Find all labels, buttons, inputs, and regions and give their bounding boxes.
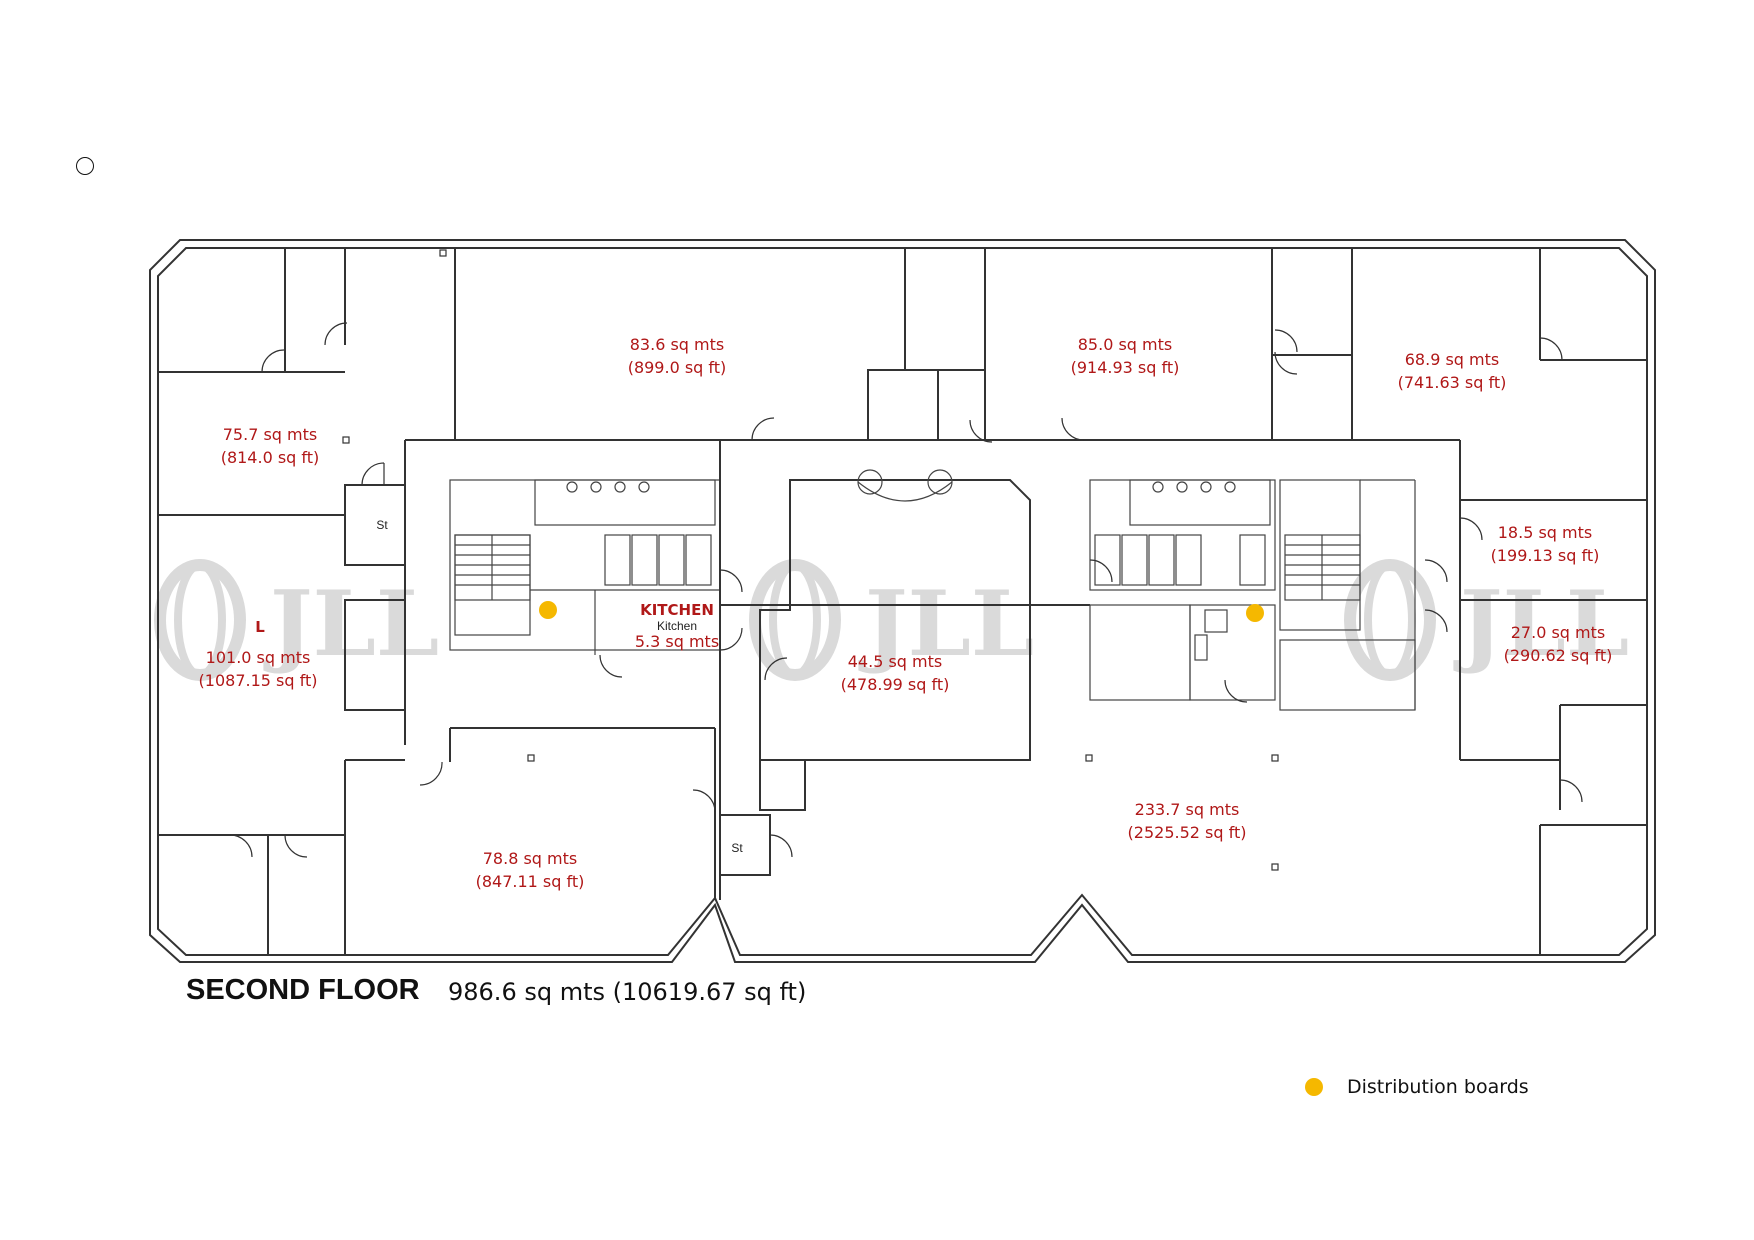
- floor-total-area: 986.6 sq mts (10619.67 sq ft): [448, 978, 807, 1006]
- distribution-boards: [539, 601, 1264, 622]
- room-area-sqft: (741.63 sq ft): [1398, 373, 1507, 392]
- legend-label: Distribution boards: [1347, 1076, 1529, 1098]
- basins-left: [566, 481, 650, 493]
- room-area-sqft: (290.62 sq ft): [1504, 646, 1613, 665]
- distribution-board-legend-icon: [1305, 1078, 1323, 1096]
- kitchen-area-sqm: 5.3 sq mts: [635, 632, 719, 651]
- stairs-left: [454, 534, 531, 601]
- room-labels: 83.6 sq mts (899.0 sq ft) 85.0 sq mts (9…: [199, 335, 1613, 891]
- room-area-sqm: 18.5 sq mts: [1498, 523, 1592, 542]
- watermark-text: JLL: [858, 571, 1034, 677]
- room-area-sqft: (2525.52 sq ft): [1128, 823, 1247, 842]
- stairs-right: [1284, 534, 1361, 601]
- room-area-sqm: 85.0 sq mts: [1078, 335, 1172, 354]
- building-outline: [149, 239, 1656, 963]
- room-area-sqm: 27.0 sq mts: [1511, 623, 1605, 642]
- room-area-sqm: 78.8 sq mts: [483, 849, 577, 868]
- room-area-sqm: 101.0 sq mts: [206, 648, 311, 667]
- room-area-sqm: 83.6 sq mts: [630, 335, 724, 354]
- room-area-sqm: 44.5 sq mts: [848, 652, 942, 671]
- columns: [342, 249, 1279, 871]
- interior-walls: [158, 248, 1647, 955]
- store-label: St: [731, 841, 743, 855]
- room-area-sqft: (814.0 sq ft): [221, 448, 320, 467]
- watermark-group: JLL JLL JLL: [154, 559, 1629, 681]
- legend: Distribution boards: [1305, 1076, 1529, 1098]
- room-area-sqft: (914.93 sq ft): [1071, 358, 1180, 377]
- doors: [229, 322, 1583, 858]
- kitchen-subtitle: Kitchen: [657, 619, 697, 633]
- room-area-sqm: 75.7 sq mts: [223, 425, 317, 444]
- room-area-sqft: (847.11 sq ft): [476, 872, 585, 891]
- room-area-sqft: (899.0 sq ft): [628, 358, 727, 377]
- room-area-sqm: 233.7 sq mts: [1135, 800, 1240, 819]
- plan-marker-circle: [76, 157, 94, 175]
- toilet-cubicles-right: [1094, 534, 1266, 586]
- room-area-sqft: (199.13 sq ft): [1491, 546, 1600, 565]
- kitchen-title: KITCHEN: [640, 601, 714, 619]
- distribution-board-marker: [539, 601, 557, 619]
- store-label: St: [376, 518, 388, 532]
- watermark-text: JLL: [1453, 571, 1629, 677]
- room-letter-label: L: [255, 618, 265, 636]
- toilet-cubicles-left: [604, 534, 712, 586]
- basins-right: [1152, 481, 1236, 493]
- room-area-sqm: 68.9 sq mts: [1405, 350, 1499, 369]
- floor-title: SECOND FLOOR: [186, 974, 420, 1006]
- room-area-sqft: (478.99 sq ft): [841, 675, 950, 694]
- distribution-board-marker: [1246, 604, 1264, 622]
- jll-logo-icon: [749, 559, 841, 681]
- room-area-sqft: (1087.15 sq ft): [199, 671, 318, 690]
- watermark-text: JLL: [263, 571, 439, 677]
- jll-logo-icon: [154, 559, 246, 681]
- jll-logo-icon: [1344, 559, 1436, 681]
